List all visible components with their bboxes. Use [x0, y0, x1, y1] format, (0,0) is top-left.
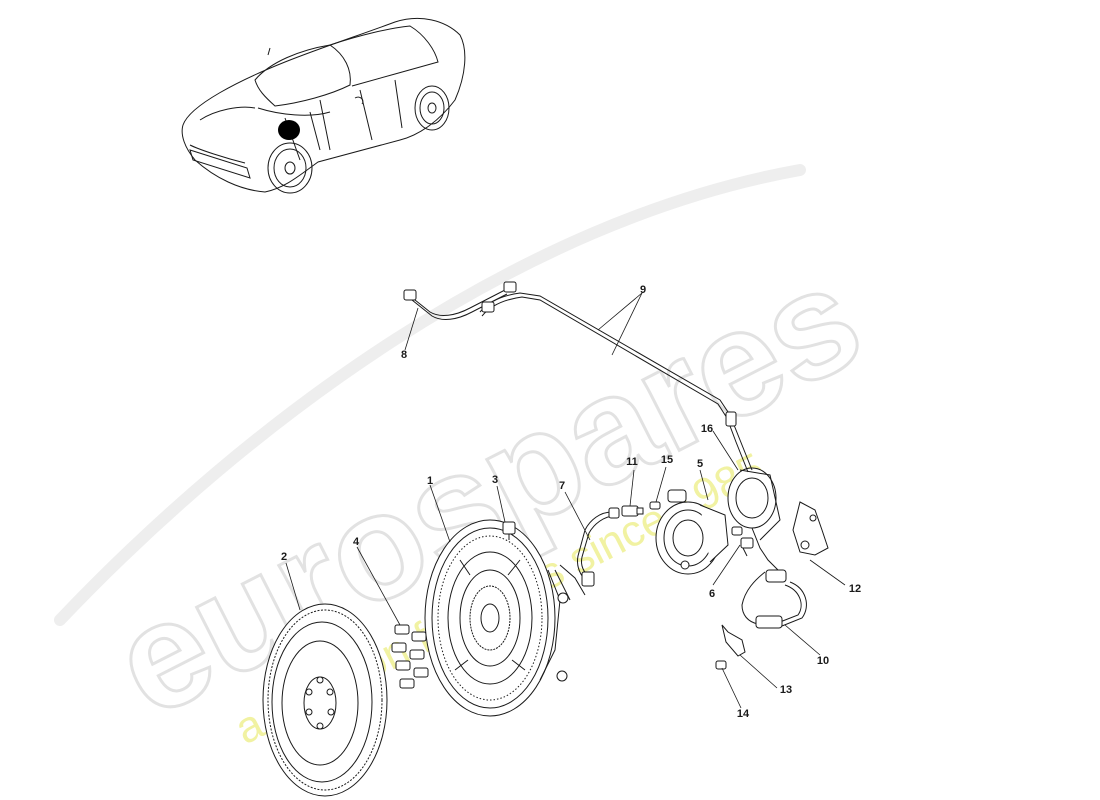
callout-2: 2: [281, 551, 287, 563]
bolt-part-14: [715, 660, 727, 670]
callout-6: 6: [709, 588, 715, 600]
callout-3: 3: [492, 474, 498, 486]
callout-10: 10: [817, 655, 829, 667]
callout-9: 9: [640, 284, 646, 296]
callout-12: 12: [849, 583, 861, 595]
callout-labels: 1 2 3 4 5 6 7 8 9 10 11 12 13 14 15 16: [281, 284, 861, 720]
callout-7: 7: [559, 480, 565, 492]
watermark-swoosh: [54, 164, 806, 626]
clutch-pipe-part-8: [403, 281, 517, 320]
clutch-assembly-part-1: [424, 519, 571, 717]
bracket-part-12: [792, 501, 829, 556]
callout-5: 5: [697, 458, 703, 470]
car-overview-illustration: [181, 17, 466, 194]
clip-part-13: [721, 624, 746, 657]
concentric-slave-cylinder-part-5: [655, 489, 729, 575]
clutch-pipe-part-9: [479, 292, 779, 571]
callout-1: 1: [427, 475, 433, 487]
fitting-part-6: [731, 526, 754, 557]
callout-15: 15: [661, 454, 673, 466]
callout-13: 13: [780, 684, 792, 696]
pin-part-15: [649, 501, 661, 510]
bolt-part-3: [502, 521, 516, 540]
release-bearing-part-16: [727, 467, 781, 541]
leader-lines: [285, 292, 846, 709]
callout-11: 11: [626, 456, 638, 468]
clutch-hose-part-10: [741, 569, 807, 629]
flywheel-part-2: [262, 603, 388, 797]
callout-14: 14: [737, 708, 750, 720]
flywheel-bolts-part-4: [391, 624, 429, 689]
clutch-pipe-part-7: [559, 507, 620, 596]
callout-4: 4: [353, 536, 360, 548]
callout-8: 8: [401, 349, 407, 361]
bleed-nipple-part-11: [621, 505, 644, 517]
callout-16: 16: [701, 423, 713, 435]
clutch-location-highlight: [278, 120, 300, 140]
